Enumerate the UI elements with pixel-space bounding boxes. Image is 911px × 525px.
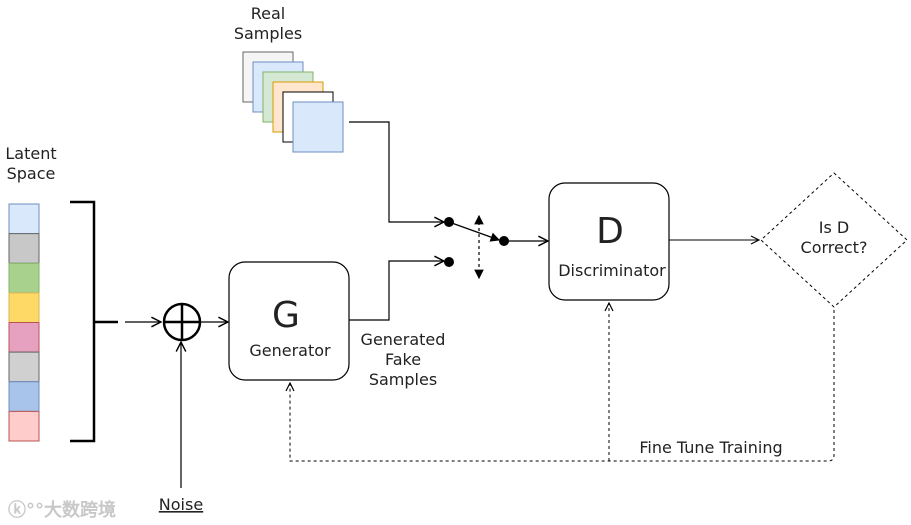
feedback-to-generator-line <box>290 310 835 462</box>
latent-cell <box>8 203 40 235</box>
svg-text:ⓚ°°: ⓚ°° <box>8 499 44 521</box>
latent-space-vector <box>8 203 40 442</box>
latent-space-label-line2: Space <box>7 164 56 183</box>
watermark-text: 大数跨境 <box>44 499 116 521</box>
sample-card <box>292 101 344 153</box>
generated-label-line2: Fake <box>385 350 421 369</box>
generated-label-line1: Generated <box>361 330 446 349</box>
switch-lever <box>448 221 501 242</box>
generator-box <box>228 261 350 381</box>
discriminator-letter: D <box>596 211 624 252</box>
real-samples-label-line1: Real <box>251 4 286 23</box>
noise-label: Noise <box>159 495 203 514</box>
real-samples-line <box>349 121 444 222</box>
generator-letter: G <box>272 295 300 336</box>
generated-label-line3: Samples <box>369 370 437 389</box>
fine-tune-label: Fine Tune Training <box>639 438 782 457</box>
real-samples-label-line2: Samples <box>234 24 302 43</box>
latent-cell <box>8 410 40 442</box>
decision-label-line1: Is D <box>819 218 849 237</box>
switch-fake-node <box>444 257 454 267</box>
decision-label-line2: Correct? <box>801 238 868 257</box>
latent-cell <box>8 233 40 264</box>
latent-cell <box>8 381 40 412</box>
decision-diamond <box>760 172 908 308</box>
discriminator-label: Discriminator <box>558 261 666 280</box>
latent-space-label-line1: Latent <box>5 144 56 163</box>
latent-bracket <box>70 200 118 443</box>
real-samples-stack <box>242 51 344 153</box>
discriminator-box <box>548 182 670 301</box>
latent-cell <box>8 292 40 323</box>
latent-cell <box>8 322 40 353</box>
watermark-logo: ⓚ°° 大数跨境 <box>8 499 116 521</box>
sum-operator-icon <box>162 302 202 342</box>
latent-cell <box>8 262 40 294</box>
generator-output-line <box>349 261 444 321</box>
latent-cell <box>8 351 40 383</box>
generator-label: Generator <box>249 341 331 360</box>
